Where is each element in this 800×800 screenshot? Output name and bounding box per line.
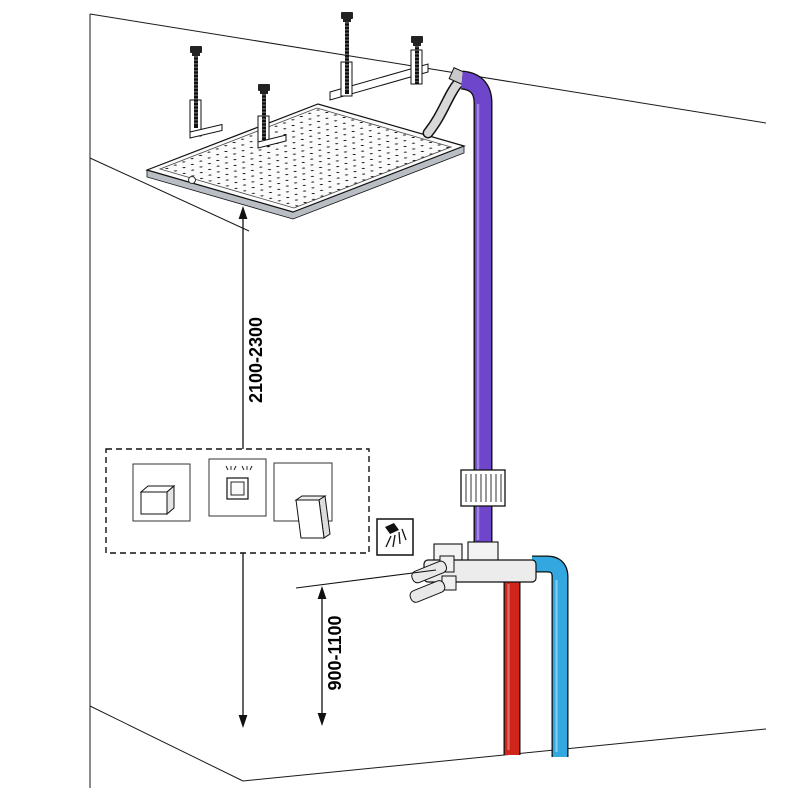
flexible-hose bbox=[422, 67, 470, 139]
threaded-rod bbox=[411, 36, 423, 84]
bolt-head-icon bbox=[411, 36, 423, 43]
thermostatic-mixer-valve bbox=[409, 541, 537, 603]
threaded-rod bbox=[190, 46, 202, 128]
diverter-mode-marks bbox=[225, 465, 253, 471]
panel-screw-icon bbox=[188, 176, 196, 184]
cold-water-pipe bbox=[532, 555, 569, 757]
dimension-label-valve-height: 900-1100 bbox=[325, 615, 345, 690]
bracket-foot bbox=[189, 123, 223, 139]
arrowhead-down-icon bbox=[317, 713, 327, 726]
arrowhead-down-icon bbox=[238, 715, 248, 728]
valve-height-reference-line bbox=[295, 569, 437, 589]
arrowhead-up-icon bbox=[238, 206, 248, 219]
hot-water-pipe bbox=[503, 578, 521, 755]
floor-left-line bbox=[89, 705, 244, 782]
lever-mixer-trim bbox=[273, 462, 333, 539]
valve-head bbox=[467, 541, 499, 563]
threaded-rod bbox=[341, 12, 353, 94]
bolt-head-icon bbox=[258, 84, 270, 91]
bolt-head-icon bbox=[341, 12, 353, 19]
bolt-head-icon bbox=[190, 46, 202, 53]
mounting-rods bbox=[190, 12, 423, 140]
mixer-lever bbox=[295, 499, 325, 539]
ceiling-wall-junction-line bbox=[89, 157, 250, 232]
mixed-water-pipe bbox=[460, 70, 493, 546]
pipe-wall-bracket bbox=[460, 469, 506, 507]
volume-control-trim bbox=[132, 463, 191, 522]
dimension-label-ceiling-height: 2100-2300 bbox=[246, 317, 266, 403]
threaded-rod bbox=[258, 84, 270, 140]
shower-spray-icon bbox=[376, 518, 414, 556]
mounting-rail bbox=[329, 63, 429, 101]
arrowhead-up-icon bbox=[317, 586, 327, 599]
dimension-arrow-valve-height bbox=[317, 586, 327, 726]
trim-options-panel bbox=[105, 448, 370, 554]
valve-handle bbox=[411, 560, 448, 584]
diverter-control-trim bbox=[208, 458, 267, 517]
volume-knob bbox=[140, 491, 168, 515]
valve-handle bbox=[409, 580, 446, 603]
bracket-foot bbox=[257, 134, 287, 149]
